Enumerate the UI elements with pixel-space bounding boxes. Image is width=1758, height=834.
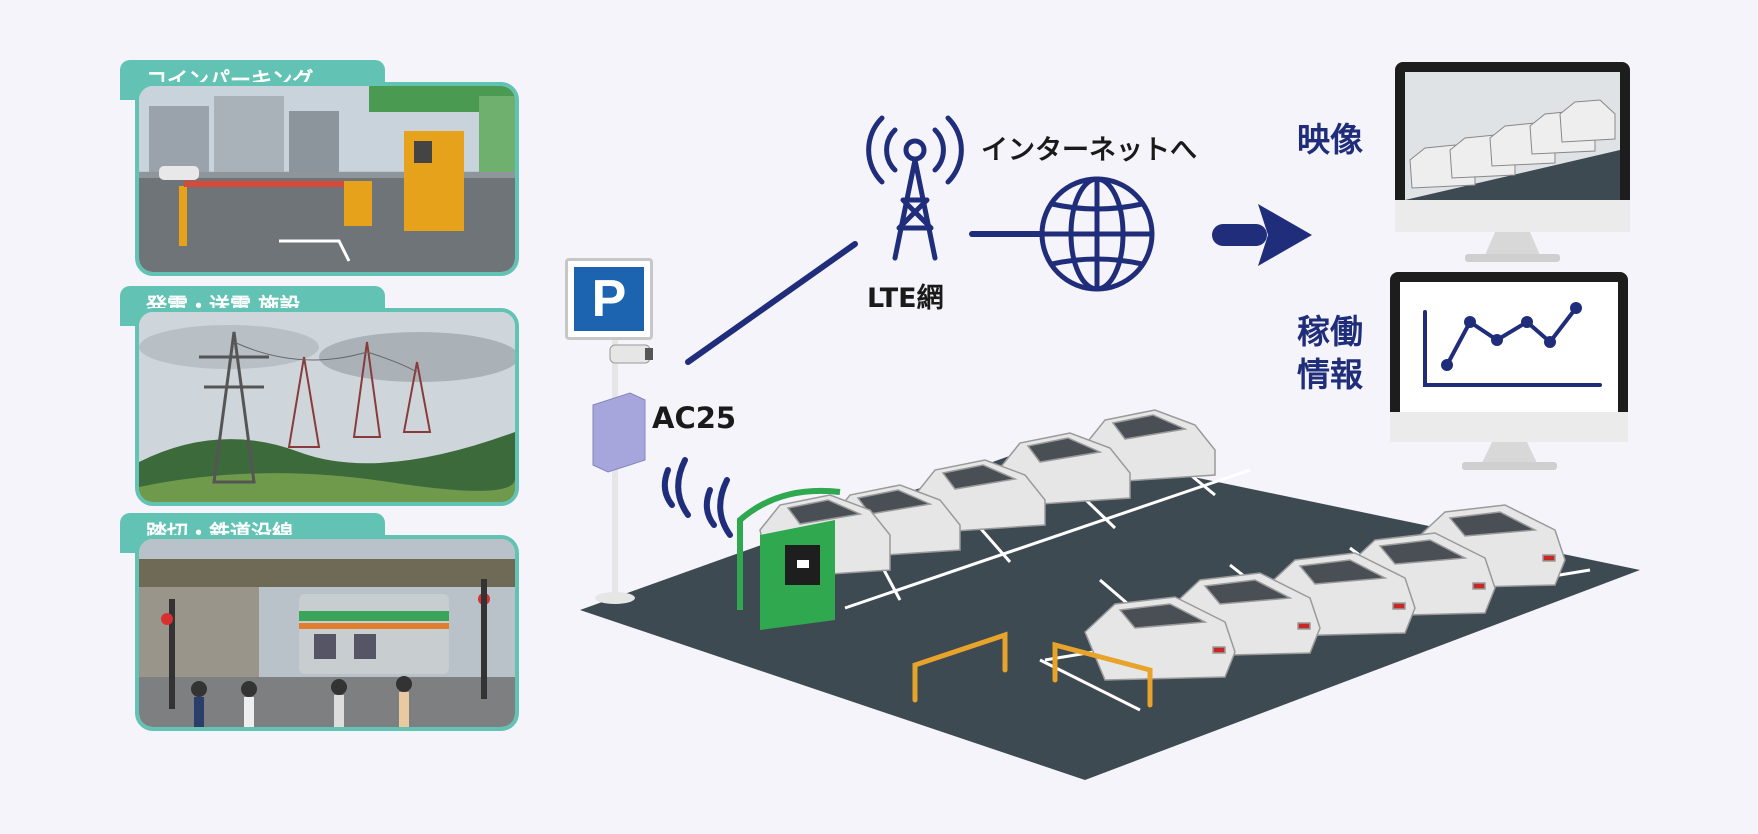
parking-sign-face: P bbox=[574, 267, 644, 331]
operation-label-line2: 情報 bbox=[1297, 355, 1363, 394]
uplink-line bbox=[685, 241, 858, 365]
video-monitor bbox=[1395, 62, 1630, 262]
video-label: 映像 bbox=[1297, 120, 1363, 159]
lte-tower-icon bbox=[866, 115, 964, 261]
power-transmission-photo bbox=[135, 308, 519, 506]
barrier-arches bbox=[912, 631, 1153, 708]
coin-parking-photo bbox=[135, 82, 519, 276]
camera-icon bbox=[609, 344, 653, 364]
operation-info-monitor bbox=[1390, 272, 1628, 470]
device-name-label: AC25 bbox=[652, 401, 737, 435]
parking-sign: P bbox=[565, 258, 653, 340]
wireless-signal-icon bbox=[661, 457, 733, 538]
globe-icon bbox=[1039, 176, 1155, 292]
internet-label: インターネットへ bbox=[981, 135, 1197, 166]
parked-cars bbox=[759, 409, 1566, 681]
parking-gate-machine bbox=[737, 487, 841, 630]
railway-crossing-photo bbox=[135, 535, 519, 731]
operation-label-line1: 稼働 bbox=[1297, 312, 1363, 351]
ac25-device-box bbox=[592, 392, 646, 473]
output-arrow-icon bbox=[1212, 204, 1312, 266]
lte-network-label: LTE網 bbox=[867, 283, 944, 314]
